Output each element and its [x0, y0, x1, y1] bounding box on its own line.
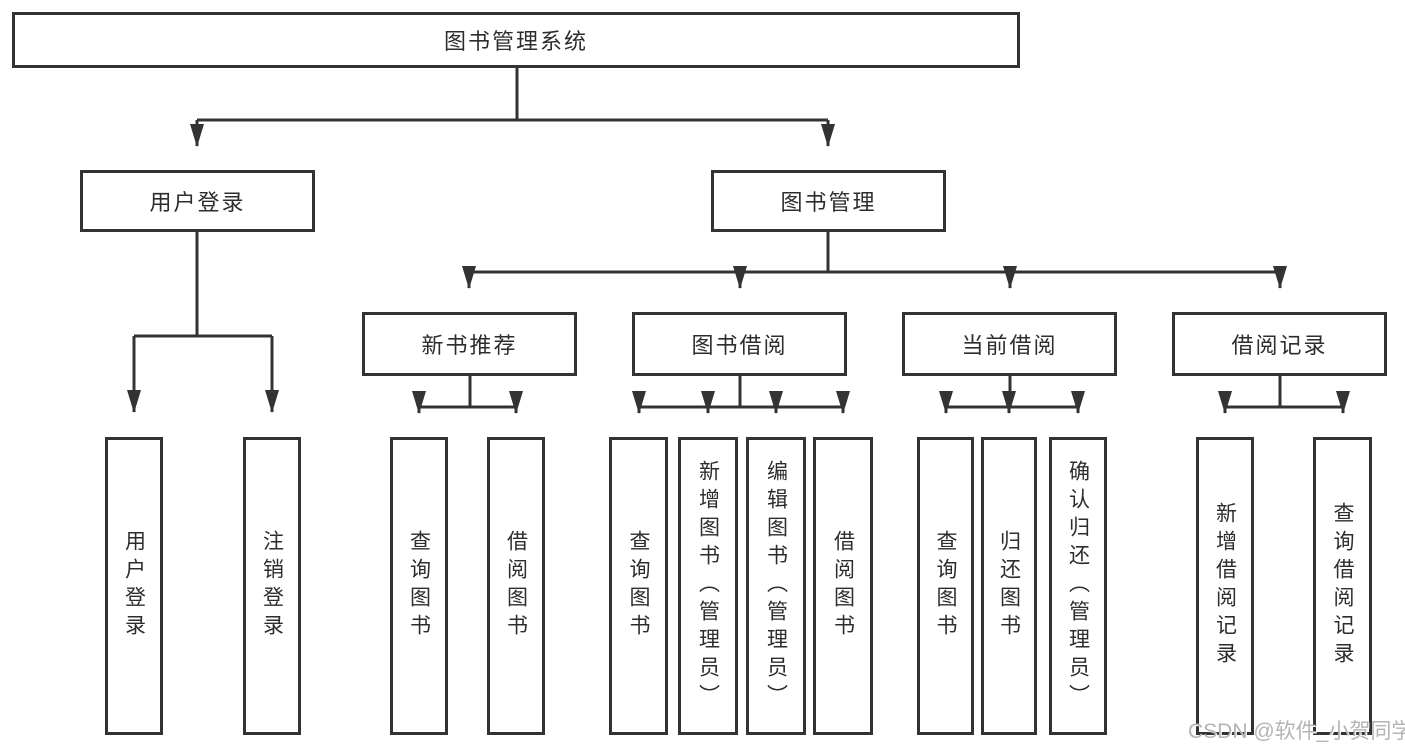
leaf-bb-borrow-book: 借阅图书	[813, 437, 873, 735]
leaf-bb-query-book: 查询图书	[609, 437, 668, 735]
leaf-label: 新增图书（管理员）	[696, 460, 720, 712]
node-label: 图书管理	[780, 190, 877, 215]
leaf-br-add-record: 新增借阅记录	[1196, 437, 1254, 735]
leaf-label: 编辑图书（管理员）	[764, 460, 788, 712]
leaf-bb-add-book-admin: 新增图书（管理员）	[678, 437, 738, 735]
node-book-borrow: 图书借阅	[632, 312, 847, 376]
leaf-label: 注销登录	[260, 530, 284, 642]
csdn-watermark: CSDN @软件_小贺同学	[1188, 720, 1405, 743]
leaf-rec-query-book: 查询图书	[390, 437, 448, 735]
leaf-label: 查询图书	[627, 530, 650, 642]
leaf-bb-edit-book-admin: 编辑图书（管理员）	[746, 437, 806, 735]
node-label: 当前借阅	[961, 333, 1058, 358]
node-label: 新书推荐	[421, 333, 518, 358]
node-current-borrow: 当前借阅	[902, 312, 1117, 376]
leaf-label: 用户登录	[122, 530, 146, 642]
leaf-rec-borrow-book: 借阅图书	[487, 437, 545, 735]
leaf-cb-confirm-return-admin: 确认归还（管理员）	[1049, 437, 1107, 735]
leaf-label: 新增借阅记录	[1213, 502, 1237, 670]
node-label: 图书借阅	[691, 333, 788, 358]
leaf-br-query-record: 查询借阅记录	[1313, 437, 1372, 735]
leaf-label: 归还图书	[997, 530, 1021, 642]
node-label: 图书管理系统	[443, 29, 588, 54]
leaf-label: 确认归还（管理员）	[1066, 460, 1090, 712]
leaf-cb-return-book: 归还图书	[981, 437, 1037, 735]
node-label: 用户登录	[149, 190, 246, 215]
node-new-book-recommend: 新书推荐	[362, 312, 577, 376]
leaf-label: 查询图书	[407, 530, 431, 642]
node-label: 借阅记录	[1231, 333, 1328, 358]
leaf-logout: 注销登录	[243, 437, 301, 735]
node-borrow-record: 借阅记录	[1172, 312, 1387, 376]
leaf-cb-query-book: 查询图书	[917, 437, 974, 735]
leaf-user-login: 用户登录	[105, 437, 163, 735]
leaf-label: 查询借阅记录	[1331, 502, 1354, 670]
node-user-login: 用户登录	[80, 170, 315, 232]
leaf-label: 借阅图书	[504, 530, 528, 642]
leaf-label: 借阅图书	[831, 530, 855, 642]
node-library-system: 图书管理系统	[12, 12, 1020, 68]
node-book-management: 图书管理	[711, 170, 946, 232]
leaf-label: 查询图书	[934, 530, 957, 642]
